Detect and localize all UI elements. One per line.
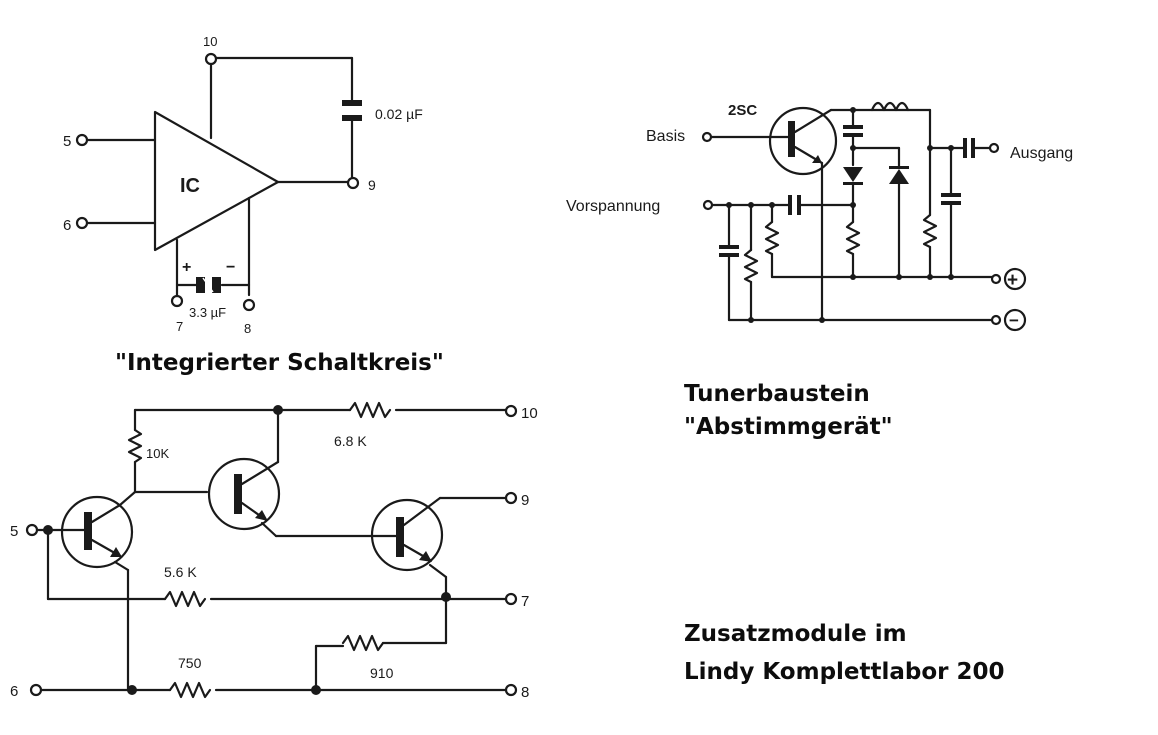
ic-terminal-9 — [346, 176, 360, 190]
tr-terminal-7 — [504, 592, 518, 606]
resistor-6-8k — [348, 401, 392, 419]
tr-terminal-9 — [504, 491, 518, 505]
inductor — [870, 101, 910, 112]
resistor-5-6k — [163, 590, 207, 608]
ic-terminal-5-label: 5 — [63, 133, 71, 150]
resistor-10k — [127, 428, 143, 464]
footer-line2: Lindy Komplettlabor 200 — [684, 659, 1005, 685]
resistor-910 — [341, 634, 385, 652]
ic-block-label: IC — [180, 175, 200, 197]
resistor-910-label: 910 — [370, 665, 394, 681]
feedback-capacitor-plate-bottom — [342, 115, 362, 121]
ic-terminal-6-label: 6 — [63, 217, 71, 234]
resistor-750 — [168, 681, 212, 699]
tr-terminal-5-label: 5 — [10, 523, 18, 540]
ic-terminal-8 — [242, 298, 256, 312]
electrolytic-plus-sign: + — [182, 259, 191, 276]
ic-amplifier-symbol — [153, 110, 280, 252]
tr-terminal-8 — [504, 683, 518, 697]
transistor-q1 — [60, 495, 134, 569]
electrolytic-capacitor-plate-plus — [196, 277, 205, 293]
diode-resistor — [845, 220, 861, 256]
tr-terminal-8-label: 8 — [521, 684, 529, 701]
tuner-caption-line2: "Abstimmgerät" — [684, 414, 893, 440]
ic-terminal-7 — [170, 294, 184, 308]
tr-terminal-5 — [25, 523, 39, 537]
ic-terminal-7-label: 7 — [176, 319, 183, 334]
resistor-5-6k-label: 5.6 K — [164, 564, 197, 580]
feedback-capacitor-label: 0.02 µF — [375, 106, 423, 122]
minus-symbol: − — [1009, 311, 1019, 330]
ic-terminal-6 — [75, 216, 89, 230]
tuner-caption-line1: Tunerbaustein — [684, 381, 870, 407]
ausgang-terminal-label: Ausgang — [1010, 145, 1073, 162]
electrolytic-minus-sign: − — [226, 259, 235, 276]
ic-terminal-8-label: 8 — [244, 321, 251, 336]
plus-symbol: + — [1007, 270, 1018, 291]
feedback-capacitor-plate-top — [342, 100, 362, 106]
ic-terminal-5 — [75, 133, 89, 147]
load-resistor — [922, 213, 938, 249]
vorspannung-terminal — [702, 199, 714, 211]
basis-terminal-label: Basis — [646, 128, 685, 145]
plus-symbol-circle — [1003, 267, 1027, 291]
minus-symbol-circle — [1003, 308, 1027, 332]
footer-line1: Zusatzmodule im — [684, 621, 907, 647]
tr-terminal-6-label: 6 — [10, 683, 18, 700]
tuner-transistor — [768, 106, 838, 176]
ic-terminal-10-label: 10 — [203, 34, 217, 49]
transistor-q2 — [207, 457, 281, 531]
resistor-10k-label: 10K — [146, 446, 169, 461]
minus-terminal — [990, 314, 1002, 326]
resistor-750-label: 750 — [178, 655, 202, 671]
transistor-type-label: 2SC — [728, 102, 757, 119]
ausgang-terminal — [988, 142, 1000, 154]
tr-terminal-6 — [29, 683, 43, 697]
transistor-diagram: 10 6.8 K 10K 5 — [10, 401, 538, 701]
plus-terminal — [990, 273, 1002, 285]
tr-terminal-7-label: 7 — [521, 593, 529, 610]
tr-terminal-10-label: 10 — [521, 405, 538, 422]
ic-caption: "Integrierter Schaltkreis" — [115, 350, 444, 376]
diode-1 — [843, 167, 863, 182]
basis-terminal — [701, 131, 713, 143]
ic-diagram: IC 5 6 10 0.02 µF 9 + − — [63, 34, 423, 336]
tuner-diagram: 2SC Basis Vorspannung Ausgang — [566, 101, 1073, 332]
vorspannung-terminal-label: Vorspannung — [566, 198, 660, 215]
resistor-6-8k-label: 6.8 K — [334, 433, 367, 449]
bias-resistor-1 — [743, 248, 759, 284]
electrolytic-capacitor-label: 3.3 µF — [189, 305, 226, 320]
electrolytic-capacitor-plate-minus — [212, 277, 221, 293]
tr-terminal-10 — [504, 404, 518, 418]
ic-terminal-9-label: 9 — [368, 177, 376, 193]
bias-resistor-2 — [764, 220, 780, 256]
ic-terminal-10 — [204, 52, 218, 66]
diode-2 — [889, 169, 909, 184]
tr-terminal-9-label: 9 — [521, 492, 529, 509]
